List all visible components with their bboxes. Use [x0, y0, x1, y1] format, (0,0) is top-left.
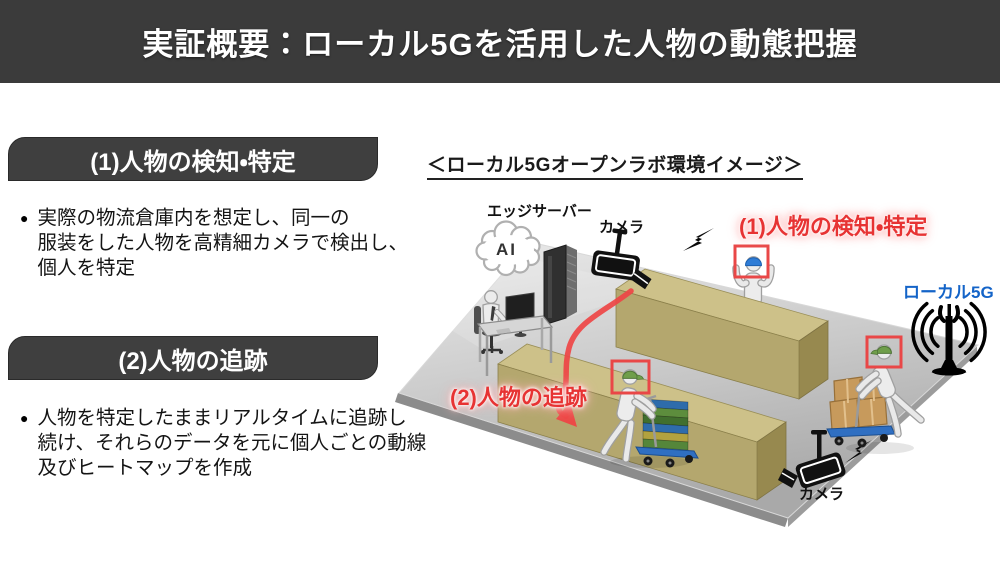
slide-title: 実証概要：ローカル5Gを活用した人物の動態把握 — [142, 27, 858, 62]
slide-header: 実証概要：ローカル5Gを活用した人物の動態把握 — [0, 0, 1000, 83]
camera-top-label: カメラ — [599, 219, 645, 236]
section1-heading-label: (1)人物の検知・特定 — [90, 148, 296, 176]
tracking-arrow — [556, 288, 634, 427]
section1-heading: (1)人物の検知・特定 — [8, 137, 378, 181]
camera-bottom-icon — [778, 430, 846, 489]
lightning-bolt-icon — [845, 440, 872, 463]
detect-box-person3 — [865, 335, 903, 369]
warehouse-diagram — [395, 220, 987, 527]
blue-hard-hat — [745, 257, 762, 267]
step2-label: (2)人物の追跡 — [450, 385, 587, 410]
edge-server-label: エッジサーバー — [487, 203, 592, 220]
operator-head — [484, 290, 498, 304]
lightning-bolt-icon — [683, 228, 714, 251]
server-rack — [543, 244, 577, 326]
radio-waves-icon — [911, 301, 987, 363]
keyboard — [496, 328, 511, 334]
diagram-title: ＜ローカル5Gオープンラボ環境イメージ＞ — [427, 150, 803, 180]
bullet-dot-icon: ● — [20, 210, 29, 226]
worker-crate-cart — [600, 369, 699, 468]
operator-desk — [474, 290, 554, 376]
section2-bullet: ● 人物を特定したままリアルタイムに追跡し 続け、それらのデータを元に個人ごとの… — [20, 406, 450, 481]
shelf-far — [615, 268, 829, 400]
camera-top-icon — [591, 228, 652, 290]
local5g-label: ローカル5G — [903, 283, 994, 302]
detect-box-person1 — [733, 244, 770, 279]
detect-box-person2 — [610, 359, 651, 395]
section1-bullet: ● 実際の物流倉庫内を想定し、同一の 服装をした人物を高精細カメラで検出し、 個… — [20, 206, 450, 281]
section2-heading: (2)人物の追跡 — [8, 336, 378, 380]
green-cap — [876, 345, 892, 354]
dolly — [635, 446, 699, 459]
operator-tie — [490, 306, 496, 321]
section2-heading-label: (2)人物の追跡 — [118, 347, 268, 375]
dolly-wheels — [834, 434, 888, 448]
worker-cardboard-cart — [826, 344, 925, 454]
local5g-antenna-icon — [911, 301, 987, 376]
camera-bottom-label: カメラ — [799, 486, 845, 503]
dolly-wheels — [643, 455, 693, 468]
ai-cloud-icon — [475, 220, 541, 277]
section2-bullet-text: 人物を特定したままリアルタイムに追跡し 続け、それらのデータを元に個人ごとの動線… — [37, 407, 427, 479]
section1-bullet-text: 実際の物流倉庫内を想定し、同一の 服装をした人物を高精細カメラで検出し、 個人を… — [37, 207, 408, 279]
step1-label: (1)人物の検知・特定 — [739, 214, 928, 239]
bullet-dot-icon: ● — [20, 410, 29, 426]
ai-label: AI — [496, 240, 517, 259]
